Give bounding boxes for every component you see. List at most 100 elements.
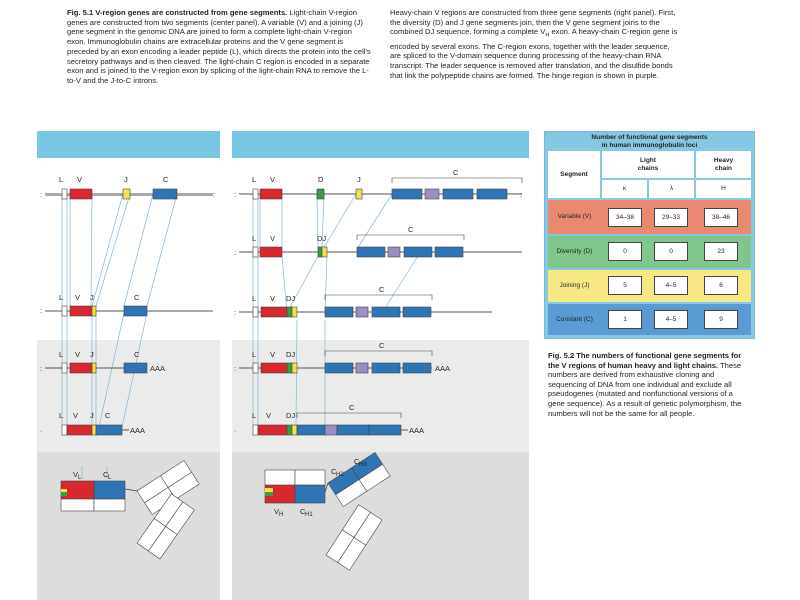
heavy-L-label-4: L <box>252 350 256 359</box>
heavy-chain-diagram: : : L V D J C : <box>234 168 523 571</box>
light-C-label-3: C <box>134 350 140 359</box>
svg-text:·: · <box>40 426 43 435</box>
table-title-line1: Number of functional gene segments <box>591 134 708 141</box>
heavy-polyA-label: AAA <box>435 364 450 373</box>
light-L-label-3: L <box>59 350 63 359</box>
table-title-line2: in human immunoglobulin loci <box>601 142 698 149</box>
light-chain-panel: : : L V J C : L V J C : <box>37 131 220 600</box>
light-J-label: J <box>124 175 128 184</box>
heavy-CH3-label: C <box>354 457 360 466</box>
heavy-primary-rna: : AAA L V DJ C <box>234 341 450 374</box>
segment-joining: Joining (J) <box>559 282 590 289</box>
heavy-DJ-label-2: DJ <box>286 294 295 303</box>
h-subheader: H <box>696 180 751 198</box>
heavy-VH-label: V <box>274 507 279 516</box>
heavy-vdj-rearranged-dna: : L V DJ C <box>234 285 492 318</box>
light-V-label-2: V <box>75 293 80 302</box>
heavy-V-label-2: V <box>270 234 275 243</box>
heavy-chain-panel: : : L V D J C : <box>232 131 529 600</box>
light-chain-protein: V L C L <box>60 460 200 560</box>
svg-text::: : <box>40 364 42 373</box>
heavy-germline-dna: : : L V D J C <box>234 168 523 200</box>
light-VL-subscript: L <box>78 475 82 481</box>
kappa-subheader: κ <box>602 180 647 198</box>
segment-header: Segment <box>548 151 600 198</box>
joining-kappa: 5 <box>608 276 642 295</box>
joining-heavy: 6 <box>704 276 738 295</box>
segment-diversity: Diversity (D) <box>556 248 593 255</box>
heavy-VH-subscript: H <box>279 512 283 518</box>
heavy-L-label-5: L <box>252 411 256 420</box>
light-J-label-2: J <box>90 293 94 302</box>
heavy-V-label-4: V <box>270 350 275 359</box>
heavy-J-label: J <box>357 175 361 184</box>
light-L-label-2: L <box>59 293 63 302</box>
variable-lambda: 29–33 <box>654 208 688 227</box>
heavy-C-label-4: C <box>379 341 385 350</box>
light-germline-dna: : : L V J C <box>40 175 215 200</box>
light-J-label-4: J <box>90 411 94 420</box>
svg-text::: : <box>40 190 42 199</box>
segment-variable: Variable (V) <box>557 213 592 220</box>
svg-text::: : <box>234 364 236 373</box>
svg-text::: : <box>234 248 236 257</box>
light-C-label-4: C <box>105 411 111 420</box>
heavy-C-label-2: C <box>408 225 414 234</box>
heavy-V-label: V <box>270 175 275 184</box>
heavy-C-label-5: C <box>349 403 355 412</box>
constant-kappa: 1 <box>608 310 642 329</box>
heavy-header-line1: Heavy <box>713 157 734 164</box>
heavy-L-label-2: L <box>252 234 256 243</box>
svg-text::: : <box>213 190 215 199</box>
variable-heavy: 38–46 <box>704 208 738 227</box>
heavy-CH1-subscript: H1 <box>305 512 313 518</box>
figure-5-2-caption: Fig. 5.2 The numbers of functional gene … <box>548 351 748 418</box>
heavy-CH3-subscript: H3 <box>359 462 367 468</box>
diversity-kappa: 0 <box>608 242 642 261</box>
lambda-subheader: λ <box>649 180 694 198</box>
heavy-CH1-label: C <box>300 507 306 516</box>
svg-text:·: · <box>234 426 237 435</box>
figure-5-2-heading: Fig. 5.2 The numbers of functional gene … <box>548 351 742 370</box>
heavy-chain-header: Heavy chain <box>696 151 751 178</box>
heavy-V-label-3: V <box>270 294 275 303</box>
heavy-D-label: D <box>318 175 324 184</box>
light-mrna: · AAA L V J C <box>40 411 145 436</box>
light-L-label: L <box>59 175 63 184</box>
constant-lambda: 4–5 <box>654 310 688 329</box>
light-polyA-label: AAA <box>150 364 165 373</box>
light-C-label-2: C <box>134 293 140 302</box>
svg-text::: : <box>234 190 236 199</box>
figure-5-2-text: These numbers are derived from exhaustiv… <box>548 360 742 418</box>
figure-5-1-heading: Fig. 5.1 V-region genes are constructed … <box>67 8 288 17</box>
light-V-label-4: V <box>73 411 78 420</box>
light-V-label-3: V <box>75 350 80 359</box>
table-title: Number of functional gene segments in hu… <box>545 134 754 150</box>
heavy-mrna: · AAA L V DJ C <box>234 403 424 436</box>
heavy-L-label-3: L <box>252 294 256 303</box>
gene-segment-table: Number of functional gene segments in hu… <box>544 131 755 339</box>
light-header-line1: Light <box>640 157 656 164</box>
heavy-L-label: L <box>252 175 256 184</box>
diversity-heavy: 23 <box>704 242 738 261</box>
heavy-CH2-label: C <box>331 467 337 476</box>
heavy-header-line2: chain <box>715 164 732 172</box>
joining-lambda: 4–5 <box>654 276 688 295</box>
heavy-DJ-label-4: DJ <box>286 411 295 420</box>
light-panel-header-band <box>37 131 220 158</box>
heavy-chain-protein: V H C H1 C H2 C H3 <box>264 452 391 571</box>
heavy-caption-text-a: Heavy-chain V regions are constructed fr… <box>390 8 676 37</box>
heavy-caption-text-b: exon. A heavy-chain C-region gene is enc… <box>390 27 678 80</box>
constant-heavy: 9 <box>704 310 738 329</box>
heavy-DJ-label: DJ <box>317 234 326 243</box>
svg-text::: : <box>234 308 236 317</box>
heavy-dj-rearranged-dna: : L V DJ C <box>234 225 522 258</box>
light-chain-diagram: : : L V J C : L V J C : <box>40 175 215 560</box>
heavy-caption-subscript: H <box>545 32 550 39</box>
light-polyA-label-2: AAA <box>130 426 145 435</box>
light-J-label-3: J <box>90 350 94 359</box>
heavy-C-label-3: C <box>379 285 385 294</box>
heavy-V-label-5: V <box>266 411 271 420</box>
heavy-chain-caption: Heavy-chain V regions are constructed fr… <box>390 8 682 80</box>
light-chains-header: Light chains <box>602 151 694 178</box>
